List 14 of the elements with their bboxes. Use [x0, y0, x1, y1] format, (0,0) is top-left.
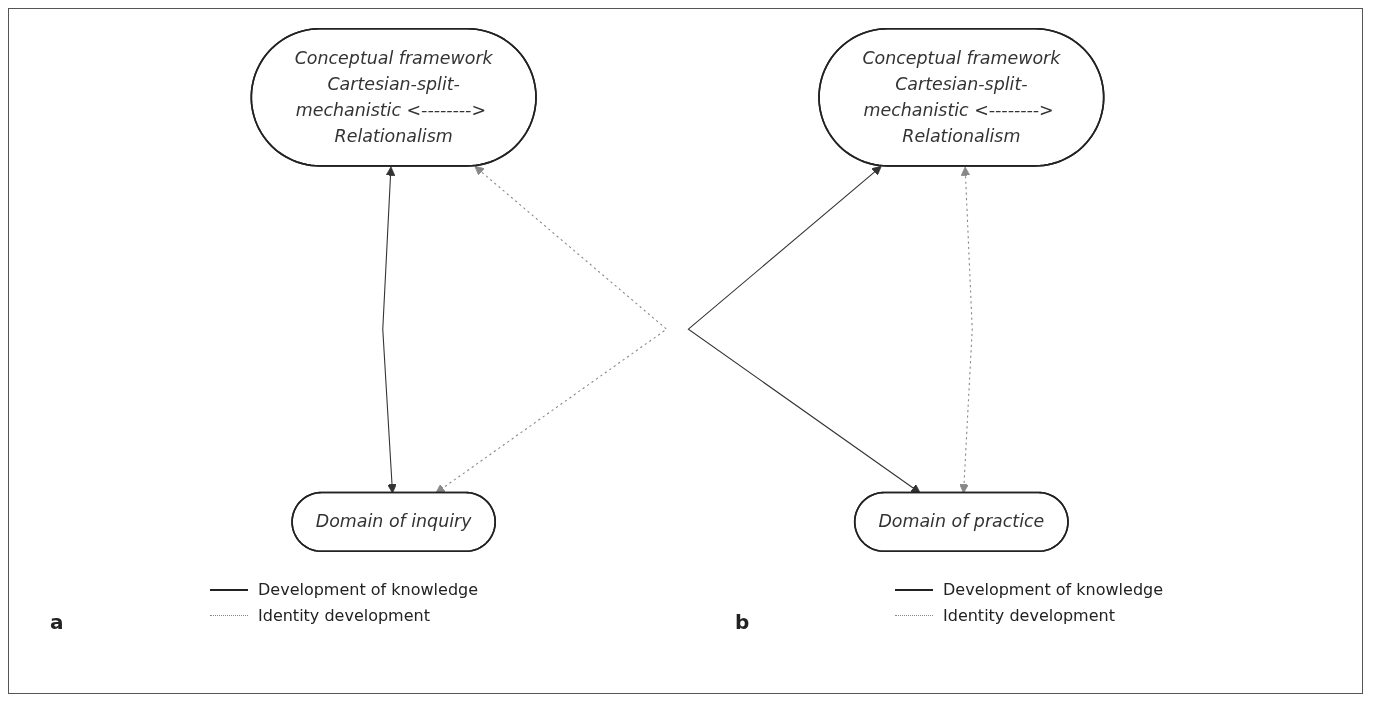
- ellipse-node: Domain of practice: [853, 491, 1069, 553]
- panel-label: a: [50, 610, 64, 634]
- ellipse-node: Conceptual framework Cartesian-split-mechanistic <--------> Relationalism: [250, 27, 537, 167]
- arrow: [382, 166, 397, 494]
- arrow: [959, 166, 973, 494]
- ellipse-node: Conceptual framework Cartesian-split-mechanistic <--------> Relationalism: [818, 27, 1105, 167]
- legend-text: Identity development: [943, 606, 1115, 625]
- panel-label: b: [735, 610, 750, 634]
- arrow: [687, 165, 921, 494]
- ellipse-node: Domain of inquiry: [291, 491, 496, 553]
- arrow: [435, 165, 668, 494]
- legend-text: Identity development: [258, 606, 430, 625]
- legend-text: Development of knowledge: [943, 580, 1164, 599]
- legend-text: Development of knowledge: [258, 580, 479, 599]
